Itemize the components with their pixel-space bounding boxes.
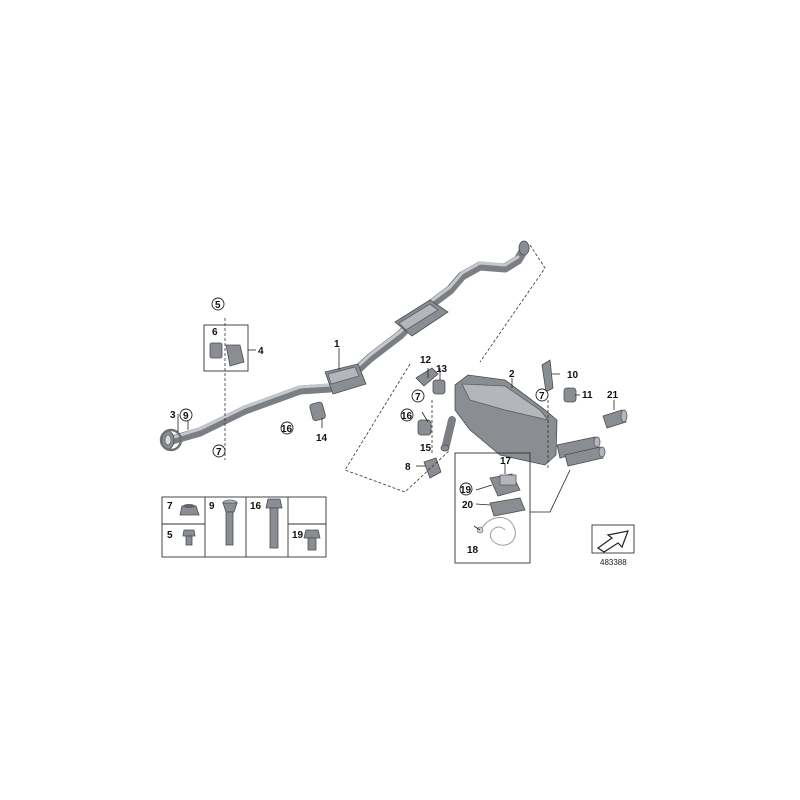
rubber-mount-11[interactable]: [563, 387, 577, 403]
nut-icon: [179, 504, 200, 516]
rubber-mount-15[interactable]: [417, 419, 432, 436]
actuator-bracket[interactable]: [489, 497, 526, 517]
callout-13: 13: [436, 364, 448, 375]
hardware-table: 7 9 16 5 19: [161, 496, 327, 558]
rubber-mount-13[interactable]: [432, 379, 446, 395]
bracket-12[interactable]: [415, 367, 439, 387]
callout-1: 1: [334, 339, 340, 350]
callout-10: 10: [567, 370, 579, 381]
hw-label-9: 9: [209, 501, 215, 512]
callout-15: 15: [420, 443, 432, 454]
callout-9: 9: [183, 411, 189, 422]
callout-19: 19: [460, 485, 472, 496]
flange-bolt-icon: [303, 529, 321, 551]
hanger-bracket[interactable]: [225, 344, 245, 367]
hw-label-5: 5: [167, 530, 173, 541]
flap-actuator[interactable]: [489, 473, 521, 497]
bolt-stud-icon: [265, 498, 283, 549]
callout-4: 4: [258, 346, 264, 357]
callout-2: 2: [509, 369, 515, 380]
tailpipe-trim[interactable]: [602, 409, 628, 429]
rear-silencer[interactable]: [440, 374, 606, 467]
callout-12: 12: [420, 355, 432, 366]
actuator-cable[interactable]: [476, 516, 516, 546]
bracket-8[interactable]: [423, 457, 442, 479]
diagram-id: 483388: [600, 558, 627, 567]
callout-6: 6: [212, 327, 218, 338]
callout-21: 21: [607, 390, 619, 401]
callout-20: 20: [462, 500, 474, 511]
callout-8: 8: [405, 462, 411, 473]
callout-7-rear: 7: [539, 391, 545, 402]
bolt-long-icon: [222, 499, 238, 546]
arrow-icon: [596, 530, 629, 553]
hw-label-7: 7: [167, 501, 173, 512]
pipe-clamp[interactable]: [159, 428, 183, 452]
hw-label-19: 19: [292, 530, 304, 541]
callout-7-mid: 7: [415, 392, 421, 403]
callout-11: 11: [582, 390, 593, 401]
direction-arrow-box: 483388: [591, 524, 635, 567]
callout-18: 18: [467, 545, 479, 556]
hw-label-16: 16: [250, 501, 262, 512]
bolt-small-icon: [182, 529, 196, 546]
callout-16-front: 16: [281, 424, 293, 435]
callout-16-rear: 16: [401, 411, 413, 422]
callout-3: 3: [170, 410, 176, 421]
callout-17: 17: [500, 456, 512, 467]
callout-14: 14: [316, 433, 328, 444]
bracket-10[interactable]: [541, 359, 554, 393]
front-exhaust-pipe[interactable]: [161, 240, 530, 450]
rubber-mount[interactable]: [209, 342, 223, 359]
callout-5: 5: [215, 300, 221, 311]
callout-7-front: 7: [216, 447, 222, 458]
rubber-mount-front[interactable]: [309, 401, 326, 421]
